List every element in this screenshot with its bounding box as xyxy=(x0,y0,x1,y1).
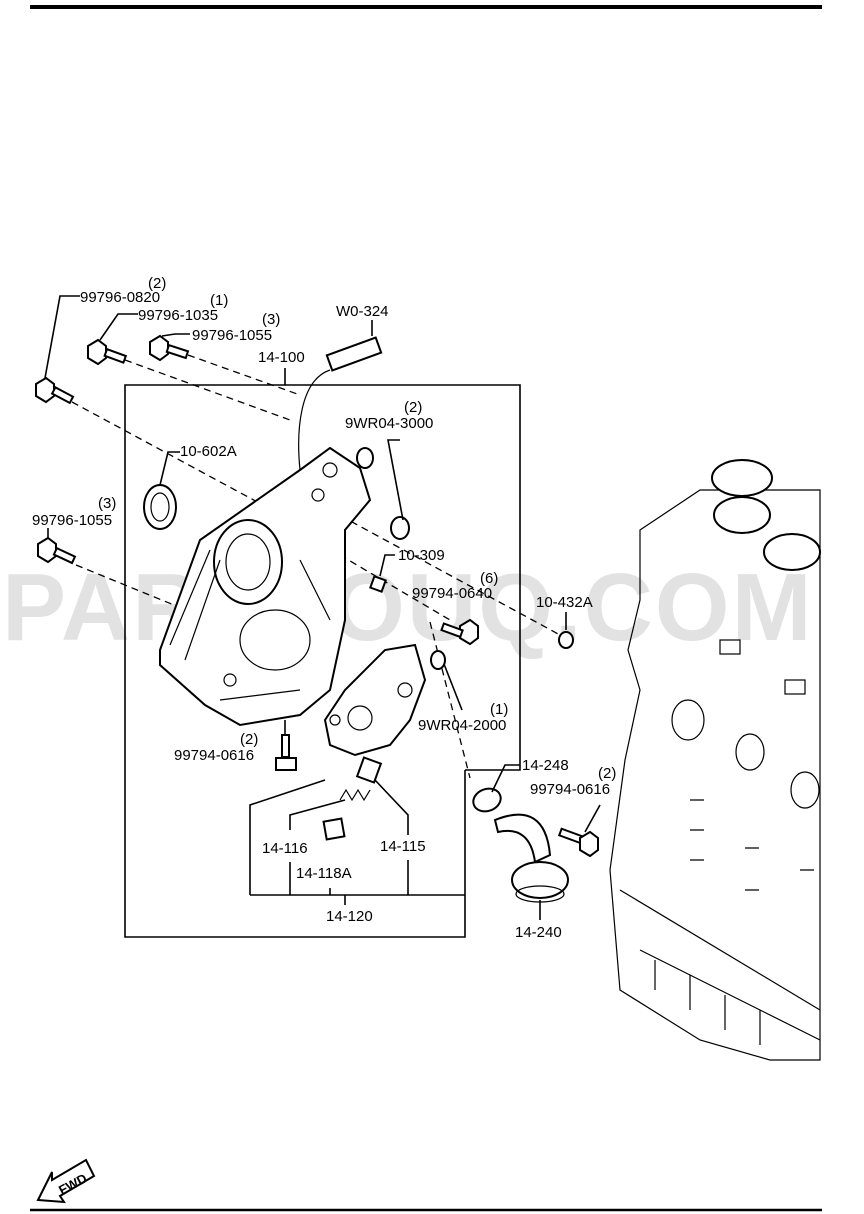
part-number-10-602a: 10-602A xyxy=(180,443,237,460)
bolt-99796-1055-top xyxy=(149,333,190,362)
callout-99796-1055-top: (3) 99796-1055 xyxy=(192,311,280,344)
engine-block xyxy=(609,459,821,1061)
qty-99794-0616-lower: (2) xyxy=(240,731,258,748)
sensor-w0-324 xyxy=(298,320,383,471)
callout-99796-1035: (1) 99796-1035 xyxy=(138,292,228,324)
part-number-99796-1035: 99796-1035 xyxy=(138,307,218,324)
watermark: PARTSOUQ.COM xyxy=(2,554,814,661)
assembly-frame xyxy=(124,368,521,938)
part-number-14-116: 14-116 xyxy=(262,840,308,857)
qty-9wr04-3000: (2) xyxy=(404,399,422,416)
part-number-99796-1055-left: 99796-1055 xyxy=(32,512,112,529)
gasket-14-248 xyxy=(472,764,520,813)
relief-valve-parts xyxy=(322,756,383,841)
front-cover xyxy=(159,446,372,727)
bolt-99796-1035 xyxy=(87,313,138,366)
part-number-9wr04-3000: 9WR04-3000 xyxy=(345,415,433,432)
part-number-10-432a: 10-432A xyxy=(536,594,593,611)
bolt-99794-0616-strainer xyxy=(557,804,601,858)
part-number-14-100: 14-100 xyxy=(258,349,305,366)
callout-99794-0640: (6) 99794-0640 xyxy=(412,570,498,602)
part-number-14-118a: 14-118A xyxy=(296,865,352,882)
callout-9wr04-2000: (1) 9WR04-2000 xyxy=(418,701,508,734)
callout-99796-0820: (2) 99796-0820 xyxy=(80,275,166,306)
bolt-99794-0616-lower xyxy=(275,720,297,771)
bolt-99796-1055-left xyxy=(37,528,77,565)
part-number-14-240: 14-240 xyxy=(515,924,562,941)
qty-99794-0616-strainer: (2) xyxy=(598,765,616,782)
qty-99796-1055-top: (3) xyxy=(262,311,280,328)
part-number-10-309: 10-309 xyxy=(398,547,445,564)
part-number-14-248: 14-248 xyxy=(522,757,569,774)
qty-99796-1055-left: (3) xyxy=(98,495,116,512)
plug-9wr04-3000 xyxy=(356,439,410,540)
part-number-9wr04-2000: 9WR04-2000 xyxy=(418,717,506,734)
part-number-14-115: 14-115 xyxy=(380,838,426,855)
qty-99796-1035: (1) xyxy=(210,292,228,309)
qty-9wr04-2000: (1) xyxy=(490,701,508,718)
callout-9wr04-3000: (2) 9WR04-3000 xyxy=(345,399,433,432)
part-number-14-120: 14-120 xyxy=(326,908,373,925)
plug-9wr04-2000 xyxy=(430,650,463,711)
fwd-arrow-icon: FWD xyxy=(36,1158,96,1204)
dowel-10-309 xyxy=(369,554,395,593)
bolt-99794-0640 xyxy=(440,618,479,646)
part-number-99796-0820: 99796-0820 xyxy=(80,289,160,306)
qty-99794-0640: (6) xyxy=(480,570,498,587)
part-number-99794-0640: 99794-0640 xyxy=(412,585,492,602)
bolt-99796-0820 xyxy=(35,295,80,405)
oil-strainer-14-240 xyxy=(493,813,569,920)
part-number-99794-0616-strainer: 99794-0616 xyxy=(530,781,610,798)
callout-99796-1055-left: (3) 99796-1055 xyxy=(32,495,116,529)
oil-pump-bracket xyxy=(249,779,465,905)
oil-pump xyxy=(323,643,427,757)
callout-99794-0616-strainer: (2) 99794-0616 xyxy=(530,765,616,798)
part-number-w0-324: W0-324 xyxy=(336,303,389,320)
qty-99796-0820: (2) xyxy=(148,275,166,292)
part-number-99794-0616-lower: 99794-0616 xyxy=(174,747,254,764)
oil-seal-10-602a xyxy=(143,451,180,530)
o-ring-10-432a xyxy=(558,612,574,649)
part-number-99796-1055-top: 99796-1055 xyxy=(192,327,272,344)
callout-99794-0616-lower: (2) 99794-0616 xyxy=(174,731,258,764)
